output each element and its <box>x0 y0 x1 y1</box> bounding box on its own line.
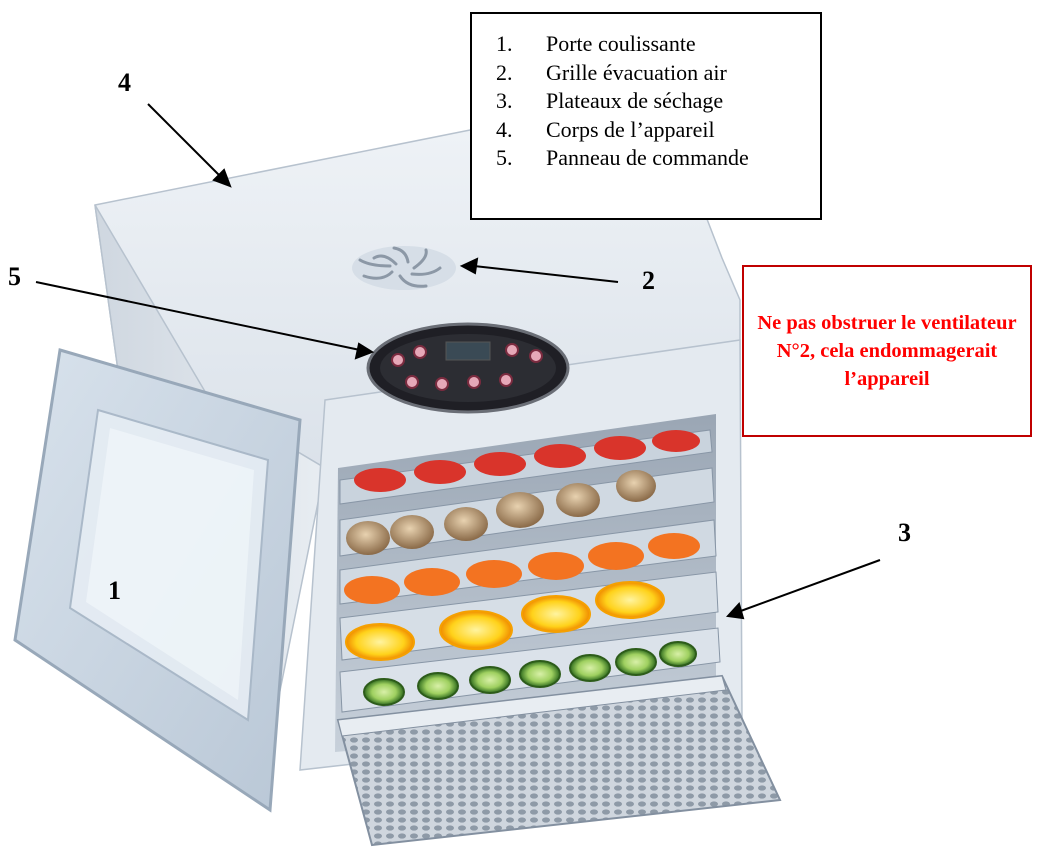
legend-number: 2. <box>496 59 513 85</box>
legend-label: Grille évacuation air <box>546 59 727 85</box>
tray-5 <box>339 627 721 713</box>
tray-4 <box>339 571 719 661</box>
tray-6-pulled-out <box>336 674 782 847</box>
control-panel <box>366 322 570 414</box>
callout-vent: 2 <box>642 266 655 295</box>
legend-label: Panneau de commande <box>546 145 749 170</box>
callout-trays: 3 <box>898 518 911 547</box>
callout-body: 4 <box>118 68 131 97</box>
air-vent-grille <box>352 246 456 290</box>
legend-list: 1. Porte coulissante 2. Grille évacuatio… <box>472 14 820 173</box>
legend-number: 3. <box>496 88 513 113</box>
tray-1 <box>339 429 713 505</box>
legend-number: 1. <box>496 31 513 56</box>
legend-item-vent: 2. Grille évacuation air <box>496 59 820 88</box>
callout-panel: 5 <box>8 262 21 291</box>
legend-item-door: 1. Porte coulissante <box>496 30 820 59</box>
legend-item-body: 4. Corps de l’appareil <box>496 116 820 145</box>
legend-label: Corps de l’appareil <box>546 116 715 142</box>
legend-number: 4. <box>496 116 513 142</box>
tray-3 <box>339 519 717 605</box>
warning-text: Ne pas obstruer le ventilateur N°2, cela… <box>757 312 1017 390</box>
parts-legend: 1. Porte coulissante 2. Grille évacuatio… <box>470 12 822 220</box>
tray-2 <box>339 467 715 557</box>
legend-label: Plateaux de séchage <box>546 88 724 113</box>
warning-box: Ne pas obstruer le ventilateur N°2, cela… <box>742 265 1032 437</box>
drying-trays <box>336 429 782 847</box>
legend-number: 5. <box>496 145 513 170</box>
sliding-door <box>13 348 302 813</box>
legend-item-trays: 3. Plateaux de séchage <box>496 87 820 116</box>
legend-item-panel: 5. Panneau de commande <box>496 144 820 173</box>
legend-label: Porte coulissante <box>546 31 696 56</box>
callout-door: 1 <box>108 576 121 605</box>
